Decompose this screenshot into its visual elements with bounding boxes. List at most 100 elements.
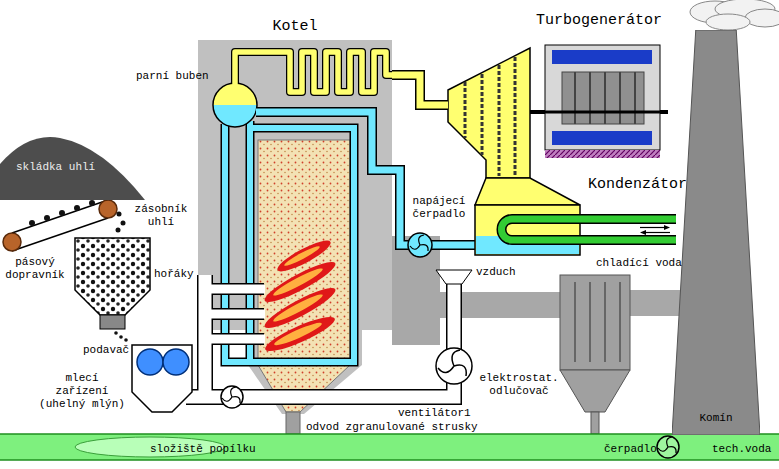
part-label: zásobník uhlí [130, 203, 192, 229]
label-box: elektrostat. odlučovač [478, 372, 560, 398]
part-label: tech.voda [712, 443, 774, 456]
steam-drum [213, 83, 257, 127]
cooling-water-pipe [646, 232, 670, 233]
cooling-water-pipe [502, 219, 677, 240]
coal-hopper [100, 315, 125, 329]
part-label: mlecí zařízení (uhelný mlýn) [38, 372, 126, 411]
label-box: hořáky [154, 268, 196, 281]
coal-hopper [124, 338, 128, 342]
part-label: složiště popílku [150, 443, 260, 456]
sluice-channel [0, 434, 779, 460]
generator [552, 131, 652, 145]
fan [221, 386, 243, 408]
node-heading: Kotel [202, 18, 388, 36]
air-duct [436, 270, 472, 284]
cooling-water-pipe [640, 230, 646, 235]
generator [545, 150, 660, 158]
turbine [448, 48, 530, 178]
part-label: podavač [83, 344, 131, 357]
part-label: napájecí čerpadlo [410, 195, 468, 221]
label-box: ventilátor1 [398, 407, 474, 420]
turbine [498, 65, 501, 176]
part-label: elektrostat. odlučovač [478, 372, 560, 398]
electrostatic-precipitator [574, 282, 576, 362]
flue-duct [630, 290, 686, 316]
conveyor-belt [117, 212, 122, 217]
part-label: vzduch [476, 266, 520, 279]
furnace [262, 311, 338, 357]
feedwater-pipe [410, 235, 428, 251]
coal-hopper [114, 331, 118, 335]
part-label: čerpadlo [604, 443, 660, 456]
water-tubes [247, 121, 253, 362]
fan [436, 348, 472, 384]
smoke-cloud [745, 9, 779, 27]
water-tubes [225, 124, 354, 362]
steam-drum [213, 83, 257, 127]
furnace [258, 140, 350, 365]
condenser [475, 178, 580, 205]
pipe-fill [392, 75, 448, 105]
fan [222, 387, 240, 403]
electrostatic-precipitator [560, 275, 630, 434]
generator [562, 72, 644, 124]
label-box: parní buben [136, 70, 212, 83]
turbine [514, 57, 517, 176]
superheater [235, 52, 392, 92]
generator [619, 72, 621, 124]
feedwater-pipe [256, 112, 475, 245]
coal-mill [137, 349, 163, 375]
generator [634, 72, 636, 124]
superheater [235, 52, 392, 92]
feedwater-pipe [256, 112, 475, 257]
smoke-cloud [706, 14, 750, 30]
conveyor-belt [59, 210, 65, 216]
coal-hopper [75, 238, 150, 315]
chimney: Komín [672, 30, 760, 435]
part-label: pásový dopravník [2, 256, 68, 282]
generator [589, 72, 591, 124]
electrostatic-precipitator [604, 282, 606, 362]
water-tubes [225, 121, 354, 362]
air-duct [205, 335, 265, 344]
part-label: odvod zgranulované strusky [306, 421, 482, 434]
label-box: pásový dopravník [2, 256, 68, 282]
air-duct [205, 308, 264, 320]
sluice-channel [657, 436, 679, 458]
air-duct [186, 270, 472, 397]
furnace [286, 412, 300, 434]
air-duct [186, 282, 454, 397]
condenser [475, 205, 580, 255]
chimney-outline [672, 30, 760, 435]
label-box: odvod zgranulované strusky [306, 421, 482, 434]
pipe-outline [392, 75, 448, 105]
boiler-box: Kotel [198, 18, 392, 330]
superheater [235, 52, 392, 92]
label-box: vzduch [476, 266, 520, 279]
water-tubes [246, 121, 255, 362]
label-box: zásobník uhlí [130, 203, 192, 229]
sluice-channel [0, 434, 779, 460]
coal-mill [132, 345, 192, 412]
fan [438, 350, 466, 376]
cooling-water-pipe [664, 225, 670, 230]
part-label: chladící voda [596, 257, 688, 270]
conveyor-belt [44, 215, 50, 221]
steam-pipe [392, 75, 448, 105]
label-box: mlecí zařízení (uhelný mlýn) [38, 372, 126, 411]
generator [545, 45, 660, 150]
conveyor-belt [121, 221, 126, 226]
fan [221, 348, 472, 408]
label-box: napájecí čerpadlo [410, 195, 468, 221]
coal-mill [163, 349, 189, 375]
generator [530, 110, 668, 114]
cooling-water-pipe [502, 219, 677, 240]
part-label: ventilátor1 [398, 407, 474, 420]
electrostatic-precipitator [591, 412, 599, 434]
smoke-cloud [690, 0, 779, 30]
conveyor-belt [12, 200, 108, 233]
coal-pile-shape [0, 137, 145, 200]
label-box: Kondenzátor [588, 176, 692, 194]
air-duct [205, 333, 264, 345]
